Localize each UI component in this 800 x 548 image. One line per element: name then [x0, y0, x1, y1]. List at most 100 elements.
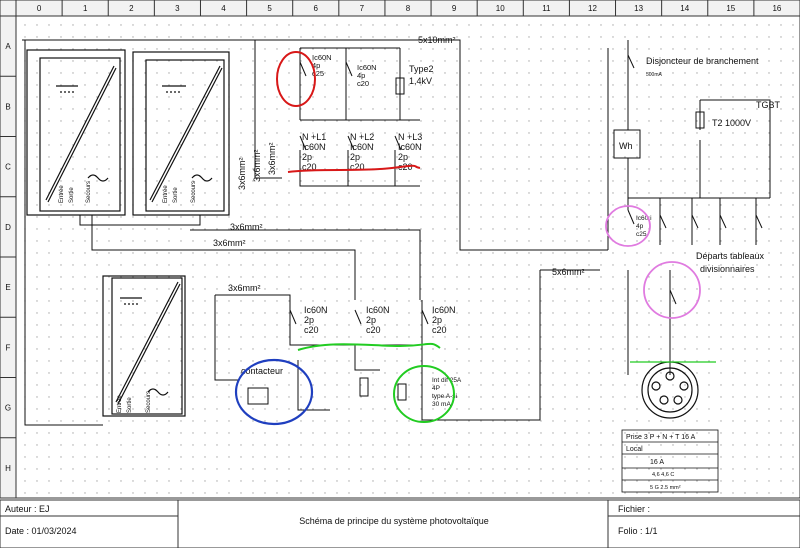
breaker-diff-line-3: 30 mA — [432, 401, 451, 408]
breaker-b8-line-1: 2p — [432, 315, 442, 325]
column-header-12: 12 — [588, 4, 597, 13]
cable-5x6-label: 5x6mm² — [552, 267, 585, 277]
cable-3x6-e: 3x6mm² — [213, 238, 246, 248]
inv1-sortie-label: Sortie — [69, 187, 75, 203]
type2-spd-body — [395, 77, 405, 95]
disjoncteur-label: Disjoncteur de branchement — [646, 56, 759, 66]
column-header-9: 9 — [452, 4, 457, 13]
column-header-10: 10 — [496, 4, 505, 13]
row-header-E: E — [5, 283, 10, 292]
breaker-b7-line-0: Ic60N — [366, 305, 390, 315]
column-header-15: 15 — [726, 4, 735, 13]
diff-test-resistor — [359, 377, 369, 397]
column-header-0: 0 — [37, 4, 42, 13]
cable-3x6-b: 3x6mm² — [252, 149, 262, 182]
breaker-b9-line-1: 4p — [636, 223, 644, 230]
breaker-b6-line-0: Ic60N — [304, 305, 328, 315]
red-circle-annotation — [276, 51, 316, 107]
breaker-b5-line-1: Ic60N — [398, 142, 422, 152]
fichier-field: Fichier : — [618, 504, 650, 514]
breaker-b9-line-2: c25 — [636, 231, 647, 238]
inv3-entree-label: Entrée — [117, 395, 123, 413]
breaker-b3-line-3: c20 — [302, 162, 317, 172]
row-header-H: H — [5, 464, 11, 473]
row-header-D: D — [5, 223, 11, 232]
breaker-b7-line-2: c20 — [366, 325, 381, 335]
departs-label-2: divisionnaires — [700, 264, 755, 274]
breaker-b3-line-1: Ic60N — [302, 142, 326, 152]
column-header-3: 3 — [175, 4, 180, 13]
row-header-B: B — [5, 102, 10, 111]
breaker-b4-line-0: N +L2 — [350, 132, 374, 142]
inv3-secours-label: Secours — [146, 391, 152, 413]
breaker-b8-line-0: Ic60N — [432, 305, 456, 315]
green-circle-annotation — [393, 365, 455, 423]
column-header-4: 4 — [221, 4, 226, 13]
green-strike-annotation — [297, 342, 441, 351]
socket-line4: 4,6 4,6 C — [652, 472, 674, 478]
folio-field: Folio : 1/1 — [618, 526, 658, 536]
red-strike-annotation — [287, 164, 421, 173]
breaker-b4-line-1: Ic60N — [350, 142, 374, 152]
column-header-16: 16 — [772, 4, 781, 13]
breaker-b1-line-0: Ic60N — [312, 53, 332, 62]
socket-line2: Local — [626, 446, 643, 453]
breaker-b6-line-1: 2p — [304, 315, 314, 325]
socket-line1: Prise 3 P + N + T 16 A — [626, 434, 696, 441]
cable-3x6-c: 3x6mm² — [267, 142, 277, 175]
column-header-2: 2 — [129, 4, 134, 13]
drawing-title: Schéma de principe du système photovolta… — [299, 516, 489, 526]
breaker-b4-line-2: 2p — [350, 152, 360, 162]
breaker-diff-line-2: type A-si — [432, 393, 457, 400]
socket-line5: 5 G 2.5 mm² — [650, 485, 681, 491]
type2-label: Type2 — [409, 64, 434, 74]
breaker-b5-line-0: N +L3 — [398, 132, 422, 142]
breaker-b7-line-1: 2p — [366, 315, 376, 325]
pink-circle-annotation-1 — [605, 205, 651, 247]
breaker-b2-line-1: 4p — [357, 71, 365, 80]
breaker-b6-line-2: c20 — [304, 325, 319, 335]
author-field: Auteur : EJ — [5, 504, 50, 514]
column-header-5: 5 — [267, 4, 272, 13]
departs-label-1: Départs tableaux — [696, 251, 765, 261]
wh-meter-label: Wh — [619, 141, 633, 151]
inv1-secours-label: Secours — [86, 181, 92, 203]
breaker-diff-line-1: 4P — [432, 385, 440, 392]
socket-line3: 16 A — [650, 459, 664, 466]
breaker-b3-line-2: 2p — [302, 152, 312, 162]
row-header-C: C — [5, 163, 11, 172]
breaker-b8-line-2: c20 — [432, 325, 447, 335]
breaker-b1-line-2: c25 — [312, 69, 324, 78]
row-header-F: F — [6, 343, 11, 352]
cable-5x10-label: 5x10mm² — [418, 35, 456, 45]
contacteur-label: contacteur — [241, 366, 283, 376]
pv-panel-3 — [102, 275, 186, 417]
inv3-sortie-label: Sortie — [127, 397, 133, 413]
inv1-entree-label: Entrée — [59, 185, 65, 203]
inv2-secours-label: Secours — [191, 181, 197, 203]
column-header-11: 11 — [542, 4, 551, 13]
row-header-G: G — [5, 404, 11, 413]
pv-panel-2 — [132, 51, 230, 216]
date-field: Date : 01/03/2024 — [5, 526, 77, 536]
switch-blades — [289, 54, 763, 325]
drawing-area — [15, 15, 800, 499]
pink-circle-annotation-2 — [643, 261, 701, 319]
socket-info-box — [621, 429, 719, 493]
breaker-b9-line-0: Ic60 i — [636, 215, 652, 222]
title-block — [0, 499, 800, 548]
breaker-diff-line-0: Int dif 25A — [432, 377, 462, 384]
blue-circle-annotation — [234, 358, 314, 426]
diff-toroid — [397, 383, 407, 401]
inv2-entree-label: Entrée — [163, 185, 169, 203]
breaker-b2-line-0: Ic60N — [357, 63, 377, 72]
inv2-sortie-label: Sortie — [173, 187, 179, 203]
breaker-b4-line-3: c20 — [350, 162, 365, 172]
column-header-8: 8 — [406, 4, 411, 13]
contactor-coil — [247, 387, 269, 405]
type2-kv-label: 1,4kV — [409, 76, 432, 86]
pv-panel-1 — [26, 49, 126, 216]
column-header-13: 13 — [634, 4, 643, 13]
tgbt-label: TGBT — [756, 100, 781, 110]
